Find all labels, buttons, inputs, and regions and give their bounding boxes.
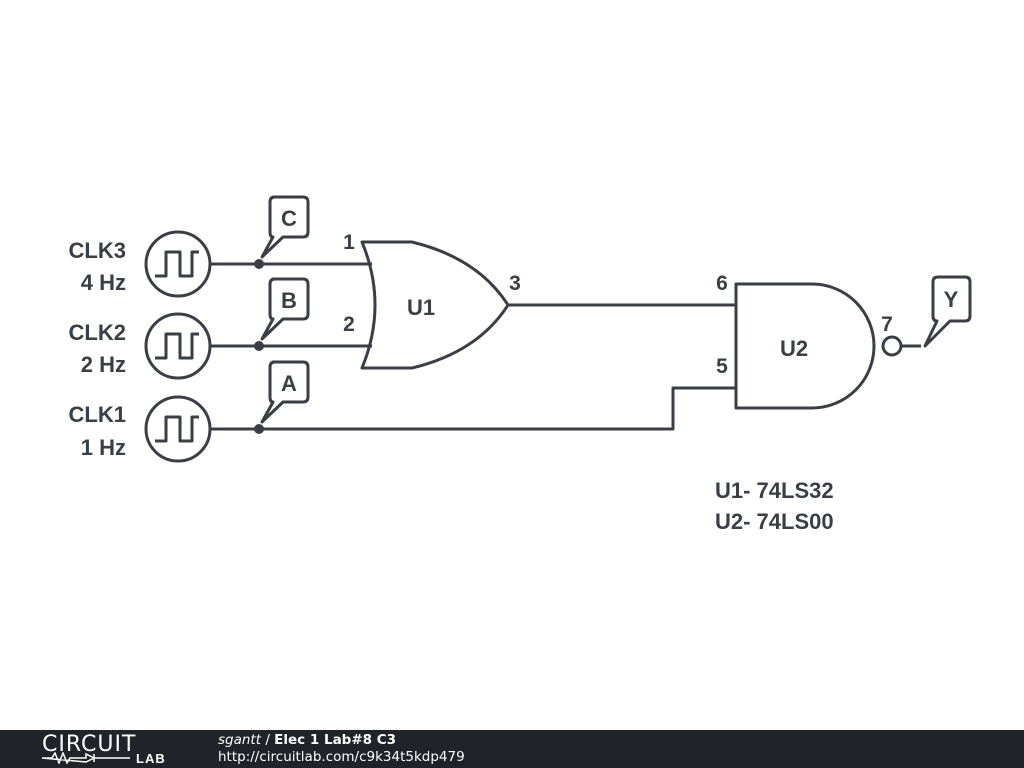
- logo-wordmark-top: CIRCUIT: [42, 732, 137, 757]
- u2-pin6-label: 6: [716, 272, 728, 295]
- u2-ref-label: U2: [780, 336, 808, 361]
- wire-clk1-to-u2-pin5: [210, 386, 736, 431]
- clk2-name-label: CLK2: [69, 320, 126, 345]
- circuitlab-logo[interactable]: CIRCUIT LAB: [38, 730, 178, 768]
- net-label-b: B: [281, 288, 297, 313]
- clk2-freq-label: 2 Hz: [81, 352, 126, 377]
- net-label-y-tag[interactable]: [923, 275, 972, 348]
- u2-pin5-label: 5: [716, 355, 728, 378]
- nand-bubble: [881, 335, 903, 357]
- net-label-c-tag[interactable]: [260, 195, 310, 259]
- parts-list-u1: U1- 74LS32: [715, 478, 834, 503]
- footer-meta: sgantt / Elec 1 Lab#8 C3 http://circuitl…: [218, 732, 465, 766]
- u1-pin1-label: 1: [343, 231, 355, 254]
- u1-pin2-label: 2: [343, 313, 355, 336]
- circuit-schematic: CLK3 4 Hz CLK2 2 Hz CLK1 1 Hz C B A Y U1…: [69, 195, 972, 534]
- junction-dot-a: [254, 424, 264, 434]
- clk1-name-label: CLK1: [69, 402, 126, 427]
- clock-source-clk1[interactable]: [144, 395, 212, 463]
- clk3-freq-label: 4 Hz: [81, 270, 126, 295]
- clock-source-clk2[interactable]: [144, 312, 212, 380]
- circuit-title: Elec 1 Lab#8 C3: [274, 732, 397, 748]
- footer-bar: CIRCUIT LAB sgantt / Elec 1 Lab#8 C3 htt…: [0, 730, 1024, 768]
- clk3-name-label: CLK3: [69, 238, 126, 263]
- circuit-url[interactable]: http://circuitlab.com/c9k34t5kdp479: [218, 749, 465, 765]
- net-label-y: Y: [944, 287, 959, 312]
- junction-dot-c: [254, 259, 264, 269]
- clk1-freq-label: 1 Hz: [81, 435, 126, 460]
- nand-gate-u2[interactable]: [734, 282, 876, 410]
- clock-source-clk3[interactable]: [144, 230, 212, 298]
- u2-pin7-label: 7: [881, 313, 893, 336]
- or-gate-u1[interactable]: [360, 240, 510, 370]
- u1-pin3-label: 3: [509, 272, 521, 295]
- net-label-c: C: [281, 206, 297, 231]
- net-label-b-tag[interactable]: [260, 277, 310, 341]
- net-label-a: A: [281, 371, 297, 396]
- waveform-icon: [42, 752, 130, 764]
- title-separator: /: [261, 732, 275, 748]
- net-label-a-tag[interactable]: [260, 360, 310, 424]
- author-name[interactable]: sgantt: [218, 732, 262, 748]
- logo-wordmark-bottom: LAB: [136, 751, 166, 766]
- u1-ref-label: U1: [407, 295, 435, 320]
- parts-list-u2: U2- 74LS00: [715, 509, 834, 534]
- junction-dot-b: [254, 341, 264, 351]
